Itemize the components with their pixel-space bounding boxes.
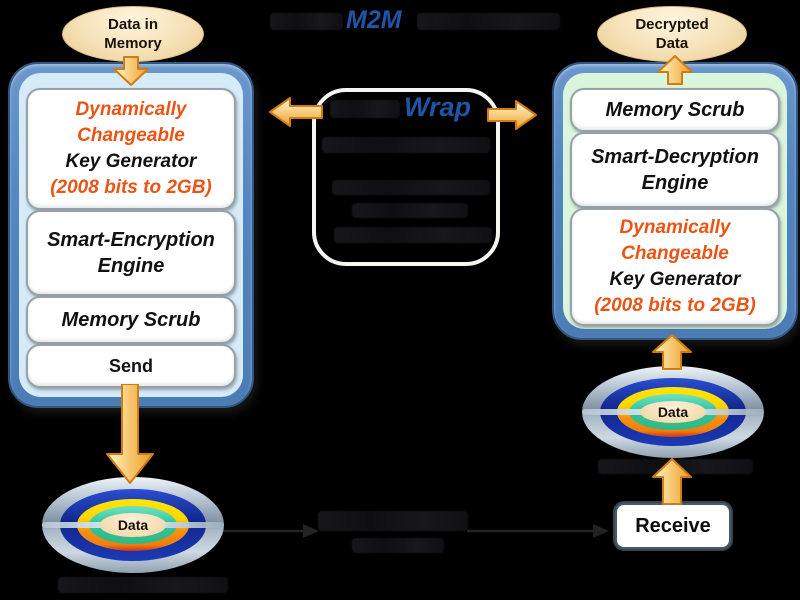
keygen-left-line1: Dynamically [75, 99, 187, 120]
illegible-center-text-2 [332, 180, 490, 195]
transmission-arrowhead-2 [593, 524, 609, 538]
wrap-outline-box [312, 88, 500, 266]
arrow-up-to-decrypted-icon [657, 55, 693, 85]
illegible-center-text-3 [352, 203, 468, 218]
key-generator-module-right: Dynamically Changeable Key Generator (20… [570, 208, 780, 326]
transmission-line [223, 524, 609, 538]
illegible-center-text-1 [322, 137, 490, 153]
disc-data-label-left: Data [117, 517, 149, 533]
illegible-transmission-text-2 [352, 538, 444, 553]
data-in-memory-line1: Data in [107, 16, 158, 33]
keygen-right-line2: Changeable [621, 243, 729, 264]
memory-scrub-left-label: Memory Scrub [61, 309, 201, 331]
memory-scrub-module-left: Memory Scrub [26, 296, 236, 344]
decrypted-data-oval: Decrypted Data [597, 6, 747, 62]
illegible-left-disc-caption [58, 577, 228, 593]
m2m-title: M2M [346, 6, 402, 34]
decryption-engine-line1: Smart-Decryption [591, 146, 759, 168]
receive-box: Receive [615, 503, 731, 549]
decryption-engine-line2: Engine [641, 172, 709, 194]
illegible-title-text-left [270, 13, 343, 30]
memory-scrub-module-right: Memory Scrub [570, 88, 780, 132]
smart-encryption-engine-module: Smart-Encryption Engine [26, 210, 236, 296]
encrypted-data-disc-right: Data [582, 366, 764, 458]
data-in-memory-line2: Memory [104, 35, 162, 52]
wrap-label: Wrap [404, 92, 472, 122]
arrow-receive-to-disc-icon [652, 458, 692, 505]
decrypted-data-line1: Decrypted [635, 16, 709, 33]
transmission-arrowhead-1 [303, 524, 319, 538]
encrypted-data-disc-left: Data [42, 477, 224, 573]
decrypted-data-line2: Data [655, 35, 689, 52]
illegible-title-text-right [417, 13, 560, 30]
encryption-engine-line1: Smart-Encryption [47, 229, 215, 251]
keygen-right-line1: Dynamically [619, 217, 731, 238]
receive-label: Receive [635, 514, 711, 537]
illegible-center-text-4 [334, 227, 492, 243]
illegible-wrap-prefix-text [330, 100, 400, 118]
send-module: Send [26, 344, 236, 388]
arrow-right-wrap-icon [487, 100, 537, 130]
arrow-send-to-disc-icon [106, 384, 154, 484]
smart-decryption-engine-module: Smart-Decryption Engine [570, 132, 780, 208]
encryption-engine-line2: Engine [97, 255, 165, 277]
keygen-left-line4: (2008 bits to 2GB) [50, 177, 212, 198]
arrow-disc-to-decryption-icon [652, 334, 692, 370]
disc-center-label-left: Data [100, 513, 166, 537]
memory-scrub-right-label: Memory Scrub [605, 99, 745, 121]
send-label: Send [108, 355, 153, 376]
disc-center-label-right: Data [640, 400, 706, 424]
disc-data-label-right: Data [657, 404, 689, 420]
data-in-memory-oval: Data in Memory [62, 6, 204, 62]
keygen-left-line3: Key Generator [65, 151, 197, 172]
key-generator-module-left: Dynamically Changeable Key Generator (20… [26, 88, 236, 210]
keygen-left-line2: Changeable [77, 125, 185, 146]
illegible-transmission-text-1 [318, 511, 468, 531]
keygen-right-line3: Key Generator [609, 269, 741, 290]
keygen-right-line4: (2008 bits to 2GB) [594, 295, 756, 316]
arrow-down-into-encryption-icon [113, 56, 149, 86]
arrow-left-wrap-icon [269, 97, 323, 127]
